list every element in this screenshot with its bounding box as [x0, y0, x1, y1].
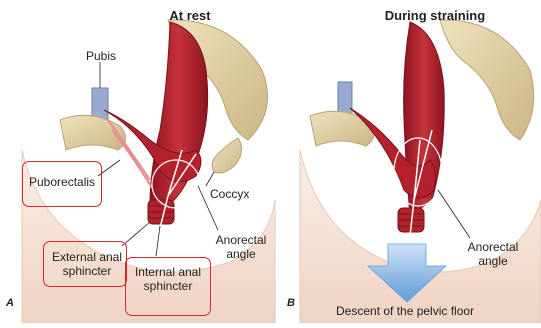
panel-a-letter: A [6, 296, 14, 310]
pubis-label: Pubis [86, 49, 116, 63]
anorectal-angle-label-b-line1: Anorectal [458, 240, 528, 254]
internal-sphincter-highlight-box [125, 257, 211, 316]
leader-coccyx-a [206, 172, 214, 186]
levator-fibers-a [108, 120, 152, 188]
anorectal-angle-label-a-line1: Anorectal [208, 233, 274, 247]
panel-a-title: At rest [150, 9, 230, 23]
puborectalis-highlight-box [22, 161, 102, 207]
coccyx-bone-a [212, 138, 242, 173]
coccyx-label: Coccyx [210, 187, 249, 201]
leader-anorectal-b [438, 190, 470, 238]
pubic-ramus-a [60, 115, 126, 150]
anorectal-angle-label-b-line2: angle [458, 254, 528, 268]
panel-b-title: During straining [370, 9, 500, 23]
descent-of-pelvic-floor-label: Descent of the pelvic floor [336, 304, 474, 318]
panel-b-letter: B [287, 296, 295, 310]
pubic-ramus-b [310, 111, 374, 146]
leader-internal-a [156, 226, 160, 256]
anorectal-angle-label-a-line2: angle [208, 247, 274, 261]
sacrum-bone-b [440, 20, 534, 140]
panel-b-illustration [300, 20, 541, 323]
external-sphincter-highlight-box [43, 241, 127, 287]
leader-external-a [122, 222, 150, 246]
